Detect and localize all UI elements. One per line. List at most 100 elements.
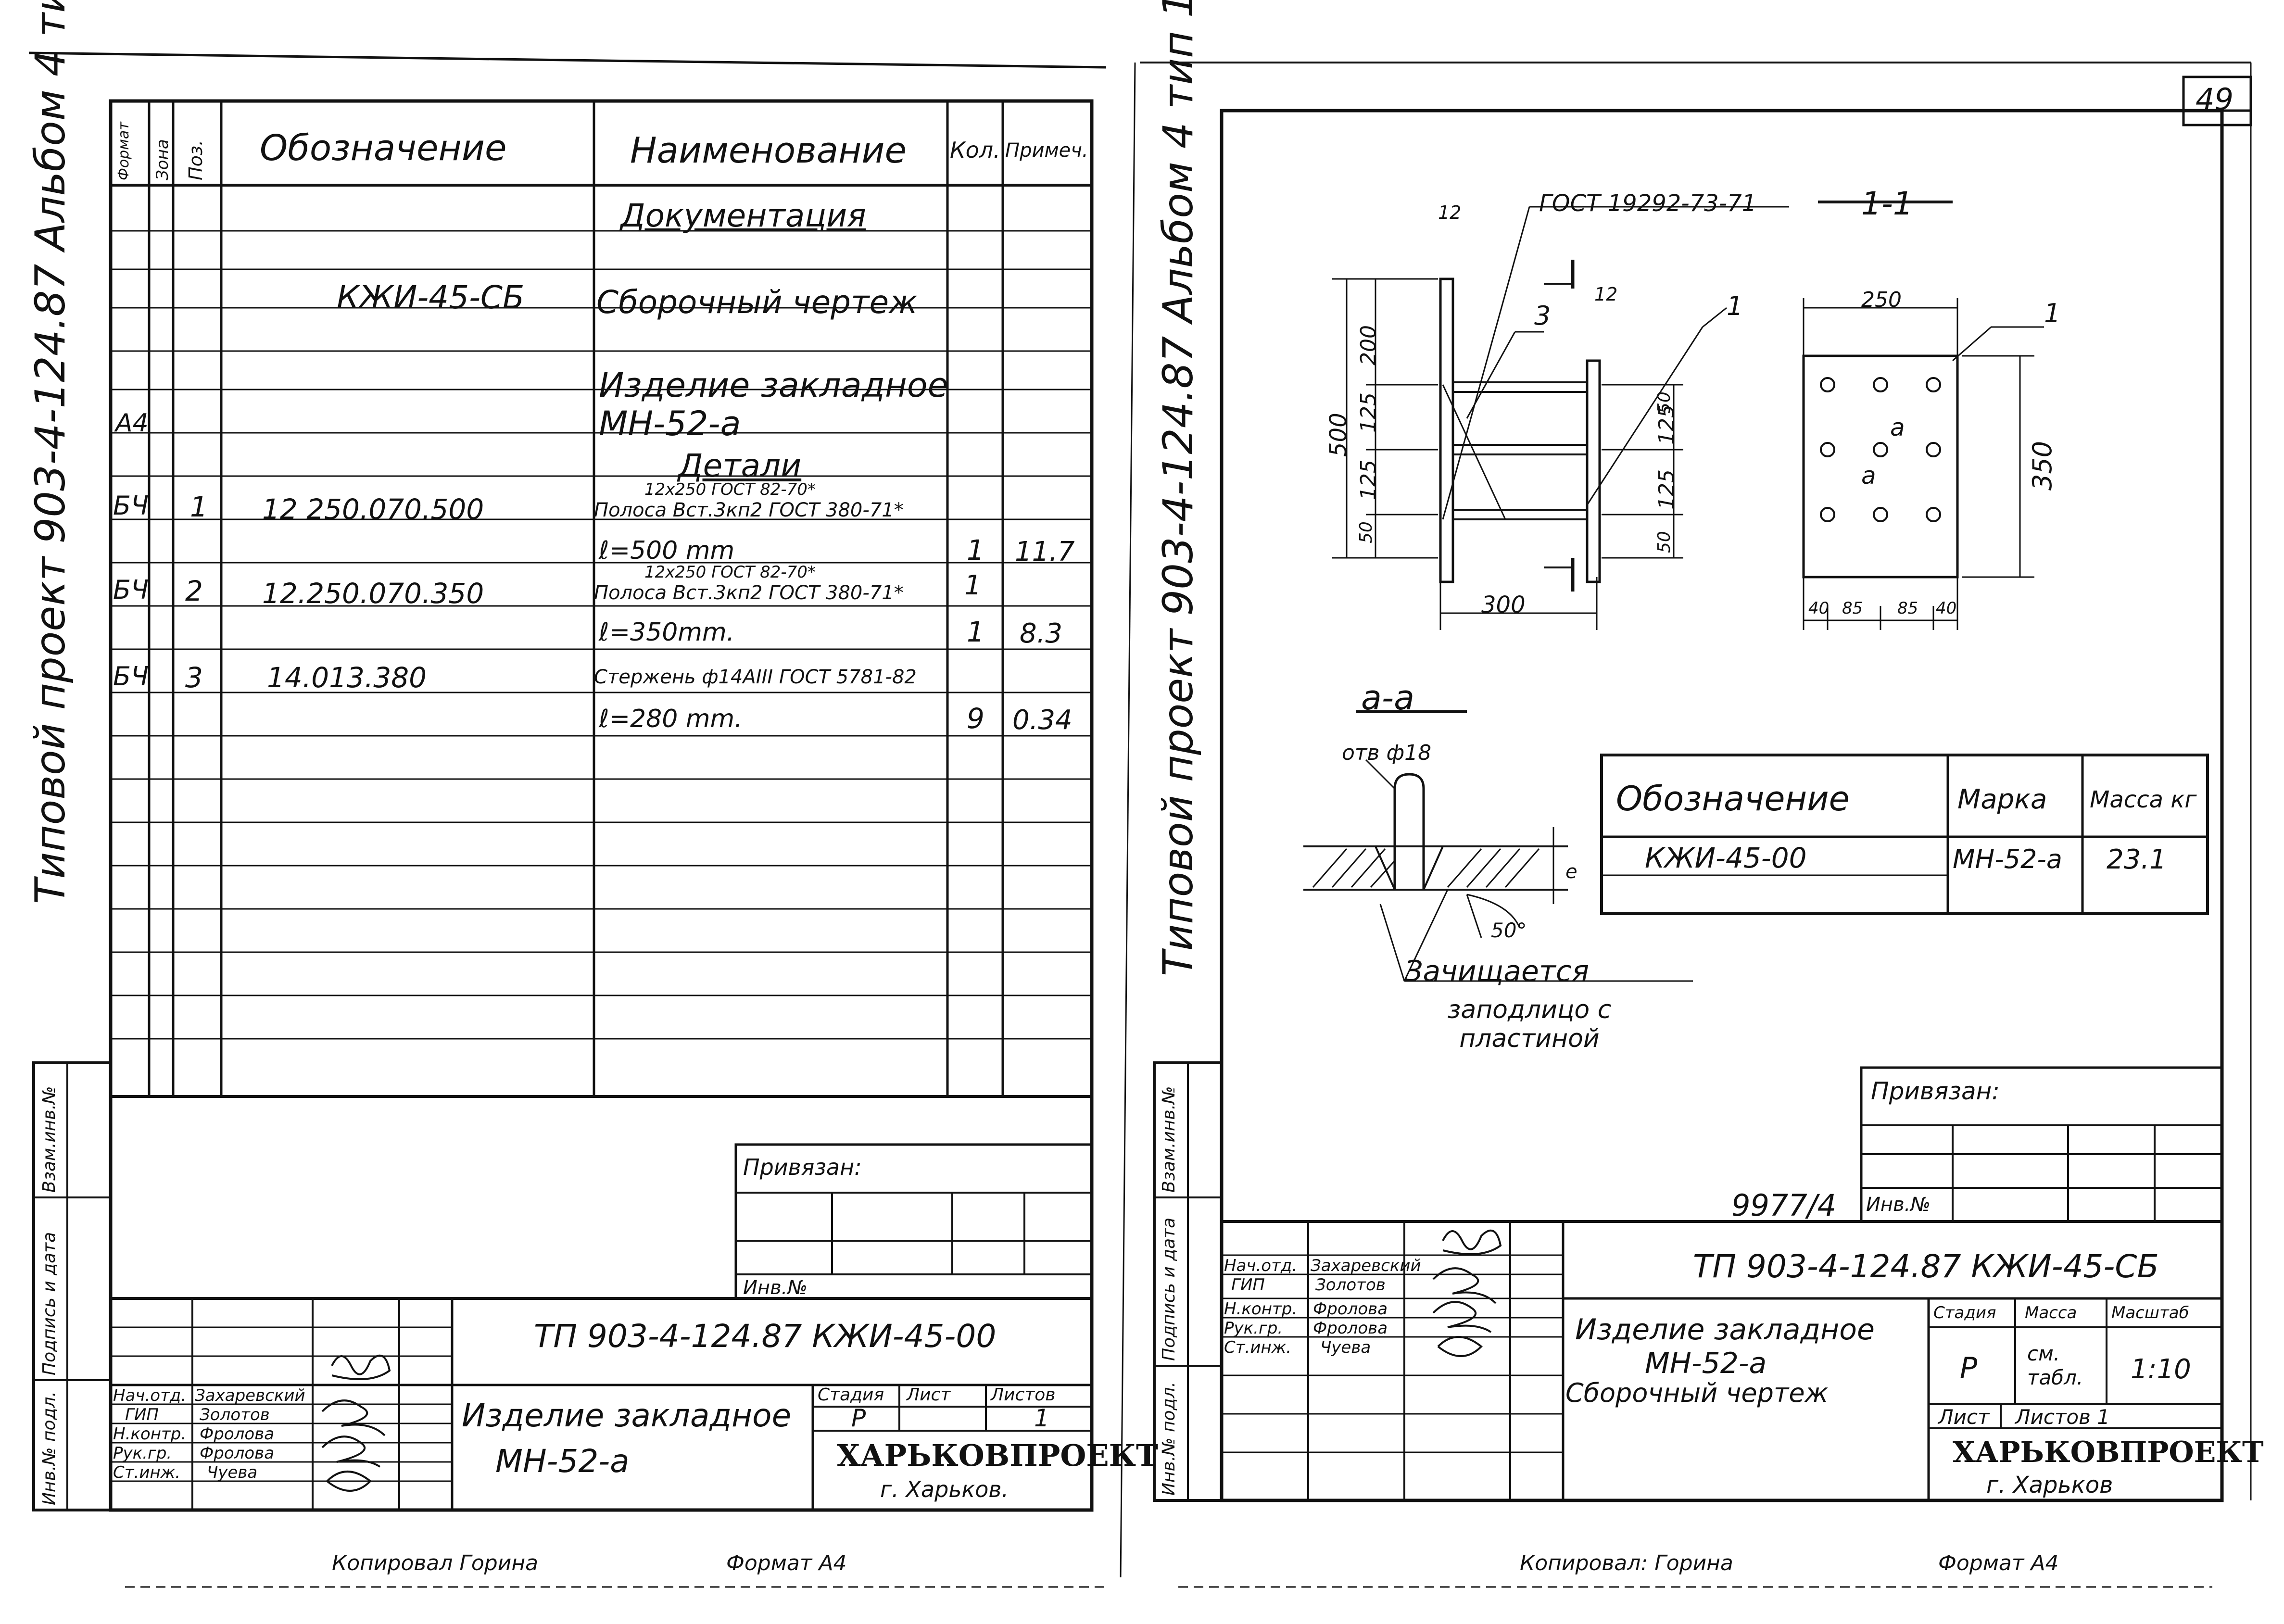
dim-plan-350: 350 (2027, 441, 2057, 491)
right-stage-label: Стадия (1933, 1303, 1996, 1322)
dim-front-12a: 12 (1438, 202, 1462, 223)
right-scale-label: Масштаб (2111, 1303, 2189, 1322)
left-role-4: Ст.инж. (113, 1463, 181, 1482)
row2-length: ℓ=350mm. (599, 618, 735, 647)
right-side-title: Типовой проект 903-4-124.87 Альбом 4 тип… (1154, 0, 1202, 976)
hole-label: отв ф18 (1342, 741, 1432, 765)
dim-right-125b: 125 (1654, 469, 1679, 510)
right-sheets-label: Листов 1 (2015, 1405, 2110, 1429)
left-stamp-signature: Подпись и дата (39, 1232, 59, 1375)
right-title-line2: МН-52-а (1645, 1347, 1767, 1380)
note-cleanup: Зачищается (1404, 955, 1589, 988)
left-org: ХАРЬКОВПРОЕКТ (837, 1438, 1159, 1473)
right-role-1: ГИП (1231, 1275, 1265, 1295)
left-name-3: Фролова (200, 1444, 275, 1463)
row3-pos: 3 (185, 661, 203, 694)
section-label-a-a: а-а (1361, 678, 1415, 718)
signature-4 (326, 1471, 372, 1492)
dim-plan-250: 250 (1861, 288, 1902, 312)
signature-1 (331, 1354, 391, 1380)
row2-pos: 2 (185, 575, 203, 607)
left-name-2: Фролова (200, 1424, 275, 1444)
row3-designation: 14.013.380 (267, 661, 427, 694)
left-name-0: Захаревский (195, 1386, 305, 1405)
gost-callout: ГОСТ 19292-73-71 (1539, 190, 1757, 217)
right-name-2: Фролова (1313, 1299, 1388, 1319)
right-stamp-replace: Взам.инв.№ (1159, 1086, 1179, 1193)
mark-header-mark: Марка (1957, 784, 2047, 815)
left-name-4: Чуева (207, 1463, 258, 1482)
spec-header-note: Примеч. (1005, 139, 1088, 162)
dim-front-50: 50 (1356, 521, 1376, 543)
section-details: Детали (678, 447, 802, 484)
callout-1-front: 1 (1727, 291, 1743, 321)
row2-qty-top: 1 (964, 570, 982, 601)
row2-note: 8.3 (1020, 618, 1063, 649)
mark-row-mass: 23.1 (2107, 844, 2167, 875)
dim-front-125b: 125 (1356, 460, 1381, 500)
right-mass-label: Масса (2025, 1303, 2077, 1322)
right-name-3: Фролова (1313, 1319, 1388, 1338)
weld-e: е (1565, 861, 1577, 883)
row1-note: 11.7 (1015, 536, 1075, 567)
right-stage-value: Р (1960, 1351, 1978, 1385)
left-role-0: Нач.отд. (113, 1386, 187, 1405)
note-flush: заподлицо с пластиной (1447, 995, 1612, 1053)
row1-format: БЧ (113, 491, 149, 521)
row2-designation: 12.250.070.350 (262, 577, 484, 610)
dim-right-125a: 125 (1654, 404, 1679, 445)
dim-front-300: 300 (1481, 592, 1526, 618)
right-title-line1: Изделие закладное (1575, 1313, 1875, 1347)
right-scale-value: 1:10 (2131, 1354, 2191, 1385)
right-footer-format: Формат А4 (1938, 1551, 2059, 1575)
signature-6 (1432, 1267, 1497, 1304)
right-sheet-label: Лист (1938, 1405, 1990, 1429)
right-mass-value: см. табл. (2027, 1342, 2083, 1389)
left-privyazan: Привязан: (743, 1154, 862, 1180)
right-org: ХАРЬКОВПРОЕКТ (1953, 1435, 2264, 1469)
left-stage-label: Стадия (818, 1385, 884, 1405)
dim-front-200: 200 (1356, 325, 1381, 365)
section-documentation: Документация (620, 197, 866, 234)
left-sheets-value: 1 (1034, 1404, 1049, 1432)
product-line1: Изделие закладное (599, 365, 948, 405)
right-title-line3: Сборочный чертеж (1565, 1378, 1829, 1408)
row2-name-main: Полоса Вст.3кп2 ГОСТ 380-71* (594, 582, 904, 604)
right-name-4: Чуева (1320, 1338, 1371, 1357)
row3-note: 0.34 (1012, 705, 1073, 736)
signature-2 (321, 1399, 386, 1436)
signature-7 (1432, 1301, 1492, 1333)
row1-pos: 1 (190, 491, 208, 523)
plan-letter-a2: а (1861, 462, 1876, 490)
dim-plan-40a: 40 (1808, 599, 1830, 618)
left-side-title: Типовой проект 903-4-124.87 Альбом 4 тип… (26, 0, 75, 904)
row1-designation: 12 250.070.500 (262, 493, 484, 526)
callout-1-plan: 1 (2044, 298, 2061, 328)
left-sheet-label: Лист (907, 1385, 951, 1405)
row2-qty: 1 (967, 616, 984, 648)
left-sheets-label: Листов (991, 1385, 1056, 1405)
right-stamp-signature: Подпись и дата (1159, 1217, 1179, 1361)
row1-name-main: Полоса Вст.3кп2 ГОСТ 380-71* (594, 499, 904, 521)
left-stamp-replace: Взам.инв.№ (39, 1086, 59, 1193)
dim-plan-40b: 40 (1936, 599, 1957, 618)
left-role-1: ГИП (125, 1405, 159, 1424)
right-role-2: Н.контр. (1224, 1299, 1298, 1319)
left-inv-no: Инв.№ (743, 1277, 808, 1299)
dim-front-12b: 12 (1594, 284, 1618, 305)
left-role-3: Рук.гр. (113, 1444, 172, 1463)
row2-format: БЧ (113, 575, 149, 605)
plan-letter-a1: а (1890, 414, 1905, 441)
left-title-line2: МН-52-а (495, 1443, 630, 1480)
assembly-designation: КЖИ-45-СБ (337, 279, 525, 316)
weld-angle: 50° (1491, 919, 1527, 942)
spec-header-pos: Поз. (185, 139, 206, 180)
right-footer-copied: Копировал: Горина (1520, 1551, 1733, 1575)
row3-length: ℓ=280 mm. (599, 705, 743, 733)
row1-qty: 1 (967, 534, 984, 567)
product-line2: МН-52-а (599, 404, 741, 443)
row1-name-top: 12х250 ГОСТ 82-70* (644, 480, 816, 499)
dim-plan-85b: 85 (1897, 599, 1918, 618)
mark-header-designation: Обозначение (1616, 779, 1850, 818)
left-project-code: ТП 903-4-124.87 КЖИ-45-00 (534, 1318, 997, 1355)
